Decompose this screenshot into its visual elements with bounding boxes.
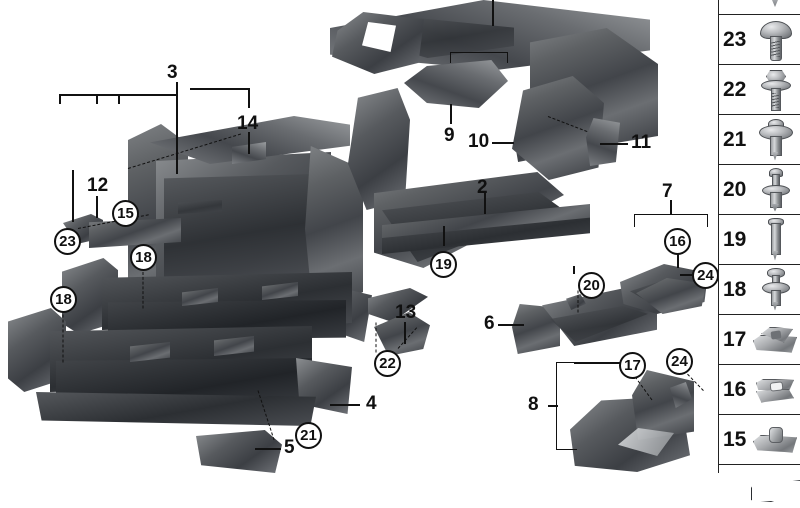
expanding-rivet-icon <box>749 167 800 213</box>
callout-circled-16[interactable]: 16 <box>664 228 691 255</box>
part-grommet-11 <box>586 118 620 166</box>
callout-12[interactable]: 12 <box>87 175 109 196</box>
legend-cell-19[interactable]: 19 <box>719 214 800 264</box>
push-pin-rivet-icon <box>749 267 800 313</box>
part-headlight-bracket-left <box>332 4 424 76</box>
hex-flange-bolt-icon <box>749 67 800 113</box>
callout-circled-19[interactable]: 19 <box>430 251 457 278</box>
speed-nut-clip-icon <box>749 417 800 463</box>
sheet-bracket-icon <box>749 462 800 508</box>
callout-13[interactable]: 13 <box>395 302 417 323</box>
callout-circled-17[interactable]: 17 <box>619 352 646 379</box>
callout-11[interactable]: 11 <box>631 132 652 153</box>
parts-diagram-canvas: 2 3 4 5 6 7 8 9 10 11 12 13 14 15 16 17 … <box>8 0 800 502</box>
legend-number-19: 19 <box>723 227 747 251</box>
legend-cell-20[interactable]: 20 <box>719 164 800 214</box>
legend-number-15: 15 <box>723 427 747 451</box>
callout-4[interactable]: 4 <box>366 393 377 414</box>
legend-number-21: 21 <box>723 127 747 151</box>
callout-3[interactable]: 3 <box>167 62 178 83</box>
legend-number-22: 22 <box>723 77 747 101</box>
callout-5[interactable]: 5 <box>284 437 295 458</box>
pan-head-screw-icon <box>749 17 800 63</box>
part-bumper-support-beam <box>8 300 353 440</box>
callout-7[interactable]: 7 <box>662 181 673 202</box>
callout-circled-18-lower[interactable]: 18 <box>50 286 77 313</box>
part-beam-endcap <box>196 430 282 473</box>
legend-number-18: 18 <box>723 277 747 301</box>
legend-cell-17[interactable]: 17 <box>719 314 800 364</box>
legend-cell-22[interactable]: 22 <box>719 64 800 114</box>
callout-circled-24-lower[interactable]: 24 <box>666 348 693 375</box>
part-headlight-bracket-right <box>512 76 622 184</box>
legend-cell-partial-top[interactable] <box>719 0 800 14</box>
part-brake-air-duct-8 <box>570 368 705 473</box>
spring-nut-clip-icon <box>749 317 800 363</box>
callout-circled-24-upper[interactable]: 24 <box>692 262 719 289</box>
part-mounting-bracket-13 <box>368 288 432 358</box>
legend-number-20: 20 <box>723 177 747 201</box>
callout-circled-20[interactable]: 20 <box>578 272 605 299</box>
callout-8[interactable]: 8 <box>528 394 539 415</box>
legend-number-17: 17 <box>723 327 747 351</box>
cage-nut-clip-icon <box>749 367 800 413</box>
dome-washer-screw-icon <box>749 117 800 163</box>
callout-circled-15[interactable]: 15 <box>112 200 139 227</box>
callout-2[interactable]: 2 <box>477 177 488 198</box>
legend-cell-15[interactable]: 15 <box>719 414 800 464</box>
legend-number-23: 23 <box>723 27 747 51</box>
callout-14[interactable]: 14 <box>237 113 259 134</box>
fastener-legend-sidebar: 23 22 21 <box>718 0 800 502</box>
callout-circled-21[interactable]: 21 <box>295 422 322 449</box>
legend-number-16: 16 <box>723 377 747 401</box>
callout-6[interactable]: 6 <box>484 313 495 334</box>
callout-9[interactable]: 9 <box>444 125 455 146</box>
legend-cell-16[interactable]: 16 <box>719 364 800 414</box>
callout-circled-22[interactable]: 22 <box>374 350 401 377</box>
legend-cell-18[interactable]: 18 <box>719 264 800 314</box>
callout-circled-23[interactable]: 23 <box>54 228 81 255</box>
legend-cell-21[interactable]: 21 <box>719 114 800 164</box>
callout-10[interactable]: 10 <box>468 131 490 152</box>
screw-pointed-icon <box>749 0 800 12</box>
legend-cell-partial-bottom[interactable] <box>719 464 800 504</box>
blind-rivet-icon <box>749 217 800 263</box>
callout-circled-18-upper[interactable]: 18 <box>130 244 157 271</box>
legend-cell-23[interactable]: 23 <box>719 14 800 64</box>
part-long-rail <box>382 188 590 258</box>
